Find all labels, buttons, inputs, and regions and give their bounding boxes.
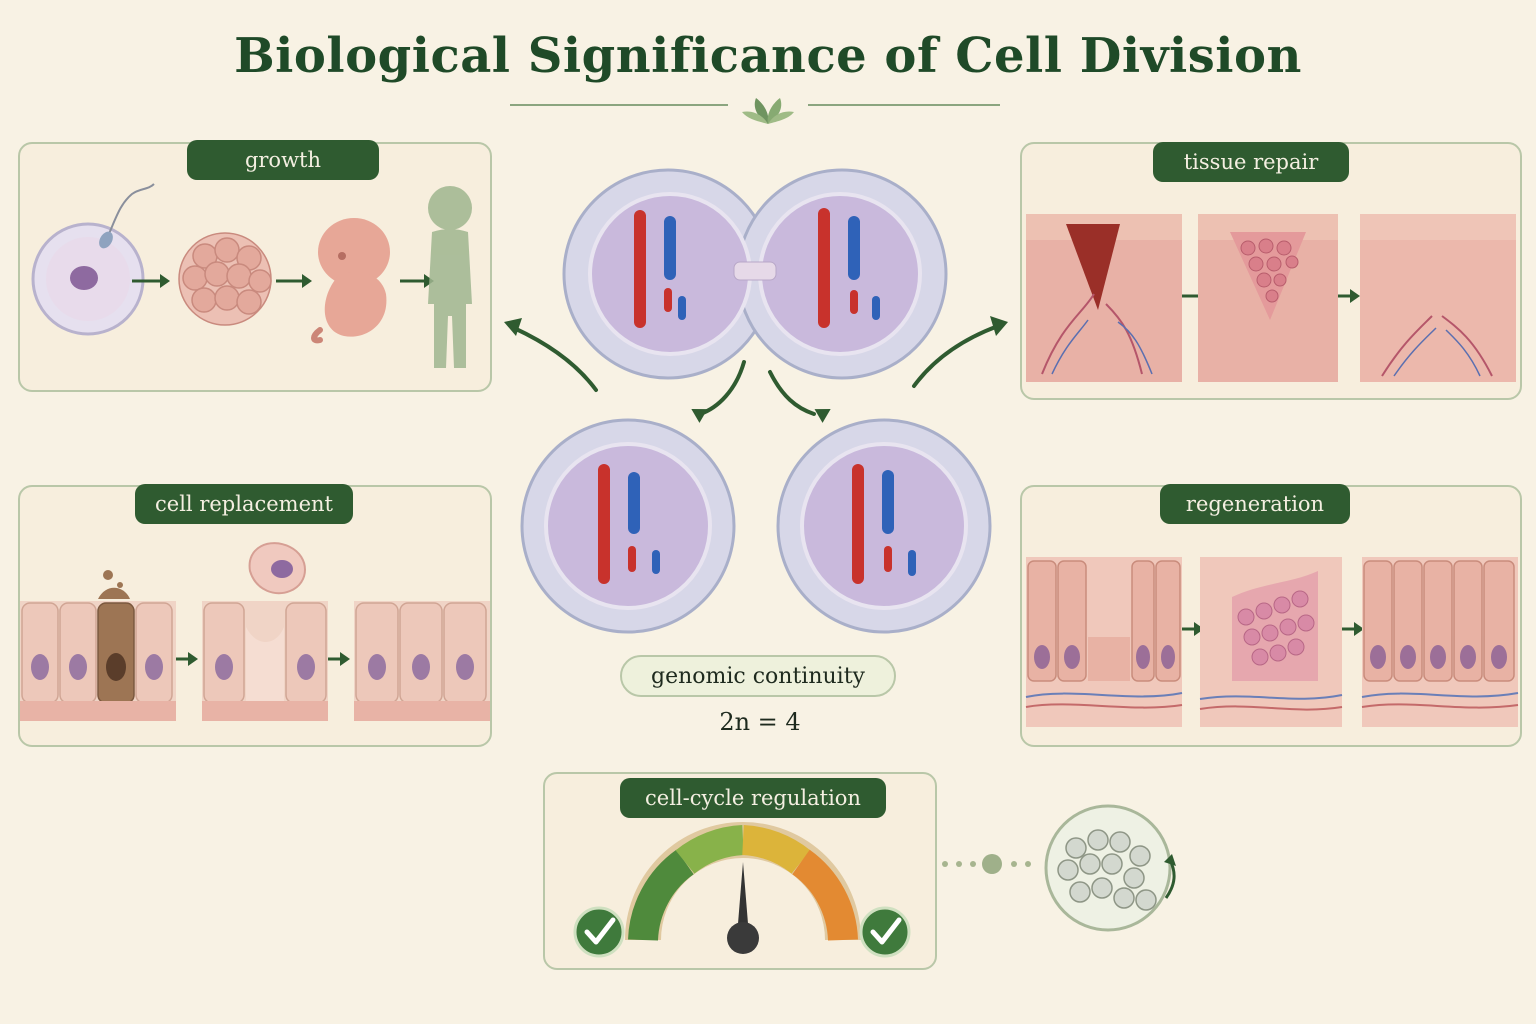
dividing-cell (562, 168, 948, 380)
arrow-to-daughter-right (768, 370, 816, 416)
tissue-repair-label: tissue repair (1153, 142, 1349, 182)
embryo (311, 218, 390, 344)
regulation-gauge (573, 822, 911, 958)
leaf-ornament-icon (728, 92, 808, 128)
regeneration-illustration (1025, 557, 1519, 727)
morula (178, 232, 272, 326)
regeneration-panel (1020, 485, 1522, 747)
arrow-to-tissue-repair (912, 324, 1000, 388)
daughter-cell-left (520, 418, 736, 634)
check-icon-right (859, 906, 911, 958)
cell-replacement-label: cell replacement (135, 484, 353, 524)
gauge-needle (737, 862, 749, 936)
growth-panel (18, 142, 492, 392)
page-title: Biological Significance of Cell Division (234, 28, 1302, 84)
cell-replacement-panel (18, 485, 492, 747)
tissue-repair-panel (1020, 142, 1522, 400)
check-icon-left (573, 906, 625, 958)
cell-cluster (1044, 804, 1176, 932)
arrow-to-growth (512, 326, 598, 392)
child-silhouette (428, 186, 472, 368)
cell-division-illustration (504, 168, 1008, 634)
genomic-continuity-label: genomic continuity (620, 655, 896, 697)
proliferation-illustration (942, 804, 1176, 932)
cell-replacement-illustration (20, 542, 490, 721)
cell-cycle-regulation-label: cell-cycle regulation (620, 778, 886, 818)
tissue-repair-illustration (1026, 214, 1516, 382)
growth-illustration (31, 183, 472, 368)
ploidy-label: 2n = 4 (719, 708, 801, 736)
growth-label: growth (187, 140, 379, 180)
regeneration-label: regeneration (1160, 484, 1350, 524)
daughter-cell-right (776, 418, 992, 634)
